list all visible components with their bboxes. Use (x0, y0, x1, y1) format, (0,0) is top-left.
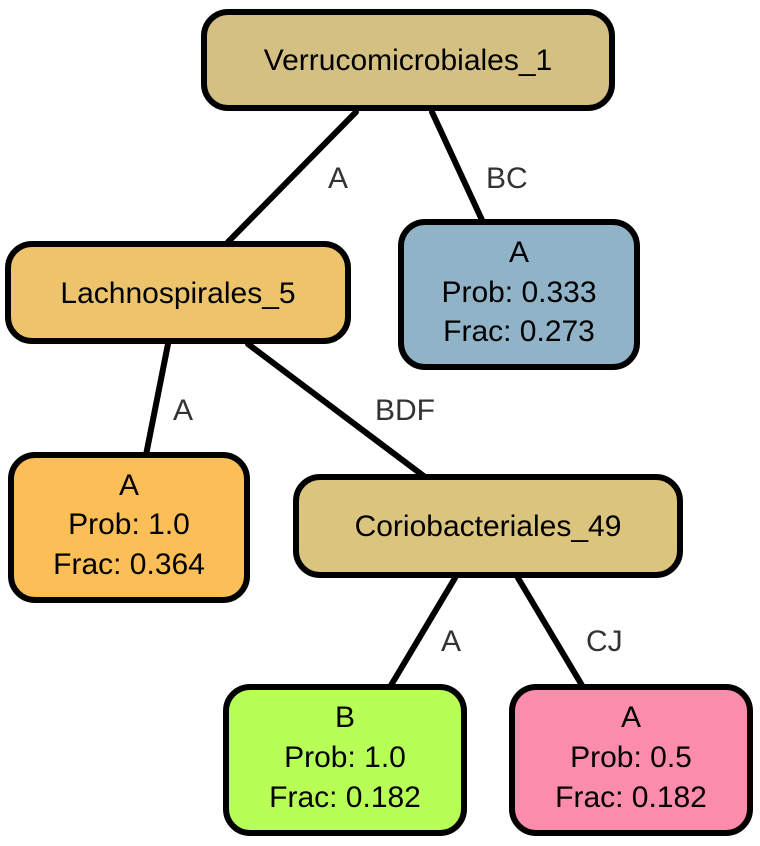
edge-root-to-leaf-bc (429, 109, 485, 223)
leaf-frac-coriobacteriales-b: Frac: 0.182 (269, 781, 421, 814)
edge-coriobacteriales-to-leaf-a (515, 575, 586, 690)
edge-lachnospirales-to-coriobacteriales (245, 341, 428, 480)
leaf-class-lachnospirales-a: A (119, 469, 139, 502)
leaf-prob-coriobacteriales-cj: Prob: 0.5 (570, 741, 692, 774)
edge-label-lachnospirales-coriobacteriales: BDF (375, 394, 435, 427)
node-label-lachnospirales: Lachnospirales_5 (60, 277, 295, 310)
leaf-node-bc: A Prob: 0.333 Frac: 0.273 (398, 219, 640, 370)
leaf-box-bc (398, 219, 640, 370)
leaf-frac-bc: Frac: 0.273 (443, 315, 595, 348)
leaf-box-lachnospirales-a (8, 452, 250, 603)
leaf-frac-coriobacteriales-cj: Frac: 0.182 (555, 781, 707, 814)
edge-label-root-leaf: BC (486, 162, 528, 195)
node-label-verrucomicrobiales: Verrucomicrobiales_1 (264, 44, 552, 77)
node-box-lachnospirales (5, 241, 351, 344)
node-verrucomicrobiales: Verrucomicrobiales_1 (201, 9, 615, 111)
leaf-node-coriobacteriales-b: B Prob: 1.0 Frac: 0.182 (223, 684, 467, 836)
leaf-node-coriobacteriales-cj: A Prob: 0.5 Frac: 0.182 (509, 684, 753, 836)
leaf-node-lachnospirales-a: A Prob: 1.0 Frac: 0.364 (8, 452, 250, 603)
edge-label-lachnospirales-leaf: A (173, 394, 193, 427)
leaf-box-coriobacteriales-b (223, 684, 467, 836)
edge-coriobacteriales-to-leaf-b (387, 575, 458, 690)
node-coriobacteriales: Coriobacteriales_49 (293, 474, 683, 578)
edge-lachnospirales-to-leaf-a (143, 341, 171, 458)
node-box-coriobacteriales (293, 474, 683, 578)
leaf-frac-lachnospirales-a: Frac: 0.364 (53, 548, 205, 581)
edge-root-to-lachnospirales (225, 109, 359, 245)
edge-label-root-lachnospirales: A (328, 162, 348, 195)
leaf-prob-lachnospirales-a: Prob: 1.0 (68, 508, 190, 541)
leaf-prob-bc: Prob: 0.333 (441, 276, 596, 309)
leaf-class-coriobacteriales-cj: A (621, 701, 641, 734)
leaf-box-coriobacteriales-cj (509, 684, 753, 836)
edge-label-coriobacteriales-leaf-a: CJ (586, 625, 623, 658)
node-box-verrucomicrobiales (201, 9, 615, 111)
leaf-class-bc: A (509, 236, 529, 269)
node-label-coriobacteriales: Coriobacteriales_49 (355, 510, 622, 543)
edge-label-coriobacteriales-leaf-b: A (441, 625, 461, 658)
leaf-class-coriobacteriales-b: B (335, 701, 355, 734)
node-lachnospirales: Lachnospirales_5 (5, 241, 351, 344)
leaf-prob-coriobacteriales-b: Prob: 1.0 (284, 741, 406, 774)
